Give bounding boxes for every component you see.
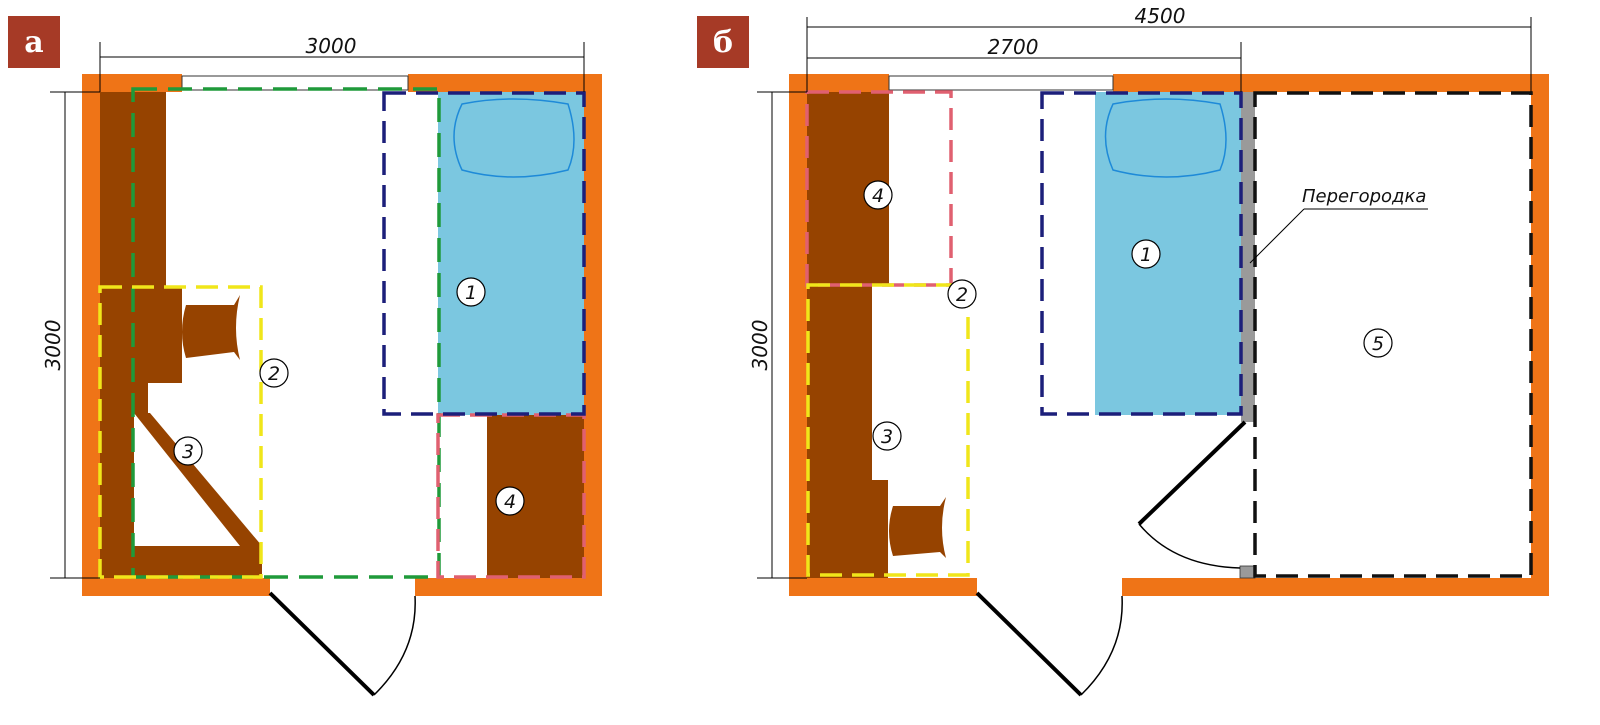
plan-b-marker-1: 1 (1131, 239, 1161, 269)
plan-b-width-label: 2700 (988, 35, 1039, 59)
plan-a-pillow (453, 98, 575, 178)
panel-b-label: б (697, 16, 749, 68)
plan-a-wall-right (584, 74, 602, 596)
plan-b: 4500 2700 3000 Перегородка 1 2 3 4 5 (748, 4, 1549, 697)
plan-b-wall-top-left (789, 74, 889, 92)
plan-a-width-label: 3000 (306, 34, 357, 58)
plan-a-wall-bottom-left (82, 578, 270, 596)
plan-a-corner-arm (134, 383, 148, 413)
plan-a-wall-top-right (408, 74, 602, 92)
plan-b-inner-door-leaf (1137, 420, 1247, 526)
plan-b-zone-work (806, 283, 970, 577)
plan-b-door-leaf (975, 591, 1083, 697)
plan-b-chair (889, 497, 946, 558)
plan-b-marker-5: 5 (1363, 328, 1393, 358)
plan-a-zone-work (98, 285, 263, 579)
plan-b-partition-label: Перегородка (1302, 186, 1426, 207)
plan-b-marker-4: 4 (863, 180, 893, 210)
plan-b-partition (1241, 92, 1255, 422)
plan-a-marker-3: 3 (173, 436, 203, 466)
panel-a-label: а (8, 16, 60, 68)
plan-b-total-width-label: 4500 (1135, 4, 1186, 28)
plan-a-marker-4: 4 (495, 486, 525, 516)
svg-text:1: 1 (1140, 244, 1152, 266)
plan-b-window (888, 75, 1114, 91)
plan-b-wall-top-right (1113, 74, 1549, 92)
plan-a-corner-diagonal (134, 413, 262, 546)
plan-a-door-swing (373, 595, 416, 696)
plan-b-marker-2: 2 (947, 279, 977, 309)
svg-text:3: 3 (881, 426, 893, 448)
plan-a-zone-bed (382, 91, 586, 416)
plan-a-corner-column (100, 383, 134, 578)
svg-text:2: 2 (268, 363, 280, 385)
plan-b-door-swing (1080, 595, 1123, 696)
plan-a-door-leaf (268, 591, 376, 697)
svg-text:4: 4 (504, 491, 516, 513)
svg-text:3: 3 (182, 441, 194, 463)
plan-a: 3000 3000 1 2 3 4 (41, 34, 602, 697)
plan-b-marker-3: 3 (872, 421, 902, 451)
plan-b-wall-bottom-right (1122, 578, 1549, 596)
plan-a-marker-2: 2 (259, 358, 289, 388)
plan-a-corner-bottom (134, 546, 262, 578)
plan-b-desk-shelf (807, 285, 872, 480)
plan-a-wall-left (82, 74, 100, 596)
plan-b-partition-stub (1239, 565, 1256, 579)
plan-b-desk (807, 480, 888, 578)
plan-a-chair (182, 295, 240, 360)
svg-text:2: 2 (956, 284, 968, 306)
plan-a-height-label: 3000 (41, 320, 65, 371)
plan-b-wall-bottom-left (789, 578, 977, 596)
plan-a-zone-free (131, 87, 441, 579)
plan-b-pillow (1104, 98, 1227, 178)
plan-b-zone-extra (1253, 91, 1533, 578)
svg-text:4: 4 (872, 185, 884, 207)
svg-text:1: 1 (465, 282, 477, 304)
plan-b-wall-left (789, 74, 807, 596)
plan-b-wall-right (1531, 74, 1549, 596)
plan-b-inner-door-swing (1138, 523, 1241, 569)
plan-a-desk (100, 287, 182, 383)
plan-b-zone-storage (805, 90, 953, 287)
plan-b-partition-leader (1249, 208, 1305, 264)
plan-b-height-label: 3000 (748, 320, 772, 371)
plan-a-wall-bottom-right (415, 578, 602, 596)
plan-a-marker-1: 1 (456, 277, 486, 307)
svg-text:5: 5 (1372, 333, 1384, 355)
plan-b-zone-bed (1040, 91, 1243, 416)
